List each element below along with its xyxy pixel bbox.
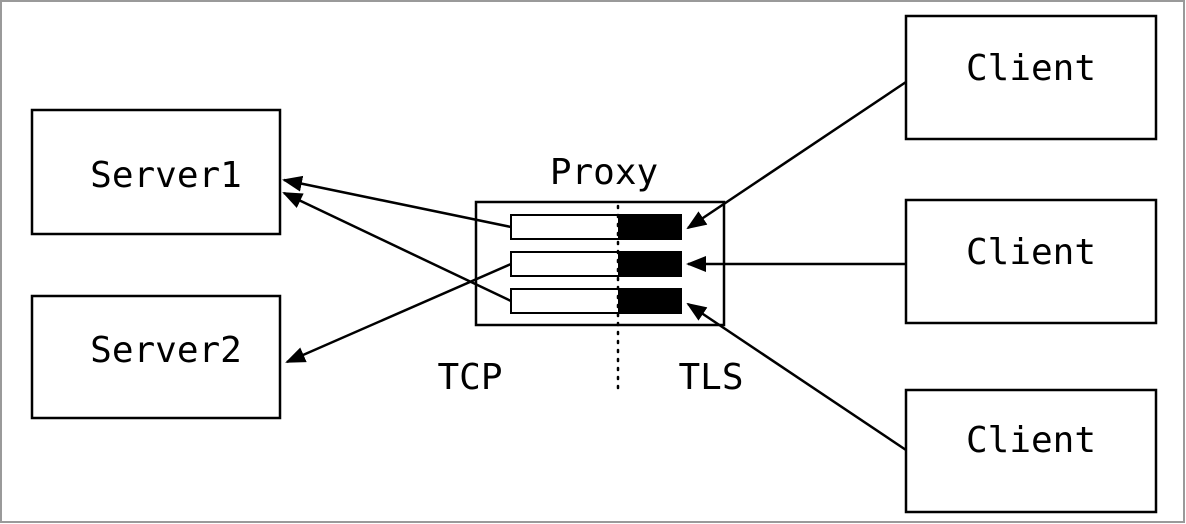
arrow-client-top-to-connection-1: [686, 80, 907, 230]
connection-2-tls-segment: [618, 251, 682, 277]
client-bottom-label: Client: [966, 420, 1096, 461]
server1-node: Server1: [30, 108, 282, 236]
client-bottom-node: Client: [904, 388, 1158, 514]
connection-3-tls-segment: [618, 288, 682, 314]
client-middle-node: Client: [904, 198, 1158, 325]
proxy-connection-2: [510, 251, 682, 277]
proxy-connection-1: [510, 214, 682, 240]
arrow-client-bottom-to-connection-3: [686, 302, 907, 452]
client-middle-label: Client: [966, 232, 1096, 273]
server2-node: Server2: [30, 294, 282, 420]
tcp-label: TCP: [437, 357, 502, 398]
connection-3-tcp-segment: [510, 288, 620, 314]
arrow-connection-1-to-server1: [282, 175, 512, 229]
connection-1-tcp-segment: [510, 214, 620, 240]
connection-1-tls-segment: [618, 214, 682, 240]
proxy-label: Proxy: [550, 152, 658, 193]
client-top-node: Client: [904, 14, 1158, 141]
arrow-connection-3-to-server1: [282, 191, 512, 303]
connection-2-tcp-segment: [510, 251, 620, 277]
server1-label: Server1: [90, 155, 242, 196]
proxy-connection-3: [510, 288, 682, 314]
client-top-label: Client: [966, 48, 1096, 89]
arrow-connection-2-to-server2: [285, 262, 512, 364]
tls-label: TLS: [678, 357, 743, 398]
server2-label: Server2: [90, 330, 242, 371]
